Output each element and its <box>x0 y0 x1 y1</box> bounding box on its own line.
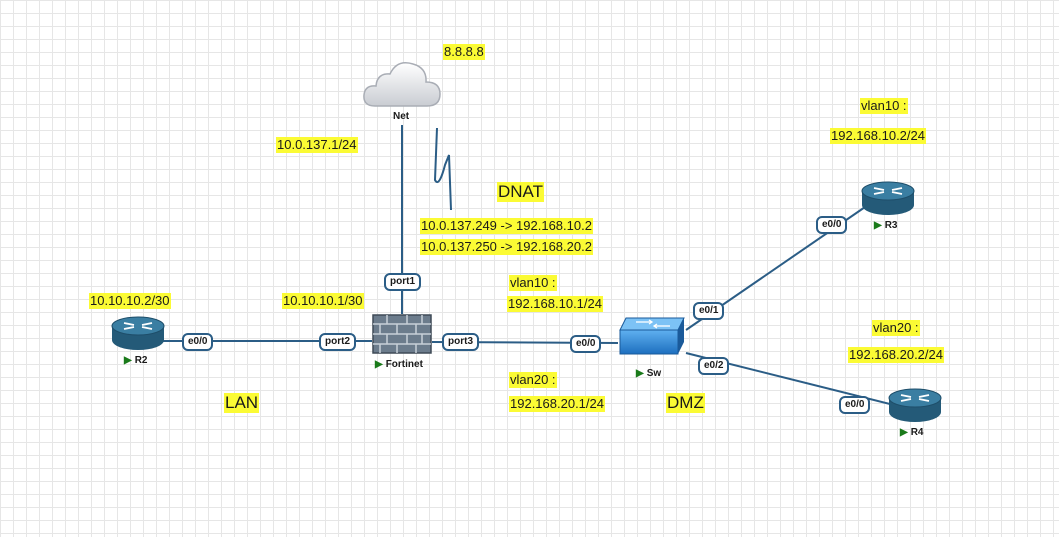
r4-name: R4 <box>910 427 924 438</box>
wan-ip-label: 10.0.137.1/24 <box>276 137 358 153</box>
r3-node[interactable] <box>860 181 916 217</box>
public-dns-label: 8.8.8.8 <box>443 44 485 60</box>
net-node[interactable] <box>361 56 443 108</box>
play-icon: ▶ <box>874 220 882 231</box>
cloud-icon <box>363 62 441 107</box>
vlan20-gw-name: vlan20 : <box>509 372 557 388</box>
net-label: Net <box>393 111 410 122</box>
play-icon: ▶ <box>375 359 383 370</box>
fortinet-port1-label[interactable]: port1 <box>384 273 421 291</box>
switch-icon <box>619 317 685 355</box>
router-icon <box>888 388 942 422</box>
r2-e00-label[interactable]: e0/0 <box>182 333 214 351</box>
fortinet-node[interactable] <box>372 314 432 354</box>
dnat-rule-1: 10.0.137.249 -> 192.168.10.2 <box>420 218 593 234</box>
scribble-annotation <box>433 127 452 211</box>
play-icon: ▶ <box>900 427 908 438</box>
switch-label: ▶Sw <box>636 368 661 380</box>
r2-name: R2 <box>134 355 148 366</box>
vlan10-gw-name: vlan10 : <box>509 275 557 291</box>
r3-e00-label[interactable]: e0/0 <box>816 216 848 234</box>
dmz-zone-label: DMZ <box>666 393 705 413</box>
r2-label: ▶R2 <box>124 355 148 367</box>
r3-vlan-name: vlan10 : <box>860 98 908 114</box>
firewall-icon <box>372 314 432 354</box>
r3-ip-label: 192.168.10.2/24 <box>830 128 926 144</box>
vlan20-gw-ip: 192.168.20.1/24 <box>509 396 605 412</box>
fortinet-label: ▶Fortinet <box>375 359 423 371</box>
r3-name: R3 <box>884 220 898 231</box>
sw-e01-label[interactable]: e0/1 <box>693 302 725 320</box>
router-icon <box>111 316 165 350</box>
fortinet-port2-label[interactable]: port2 <box>319 333 356 351</box>
play-icon: ▶ <box>636 368 644 379</box>
r4-label: ▶R4 <box>900 427 924 439</box>
r4-vlan-name: vlan20 : <box>872 320 920 336</box>
dnat-title: DNAT <box>497 182 545 202</box>
switch-name: Sw <box>646 368 662 379</box>
r3-label: ▶R3 <box>874 220 898 232</box>
dnat-rule-2: 10.0.137.250 -> 192.168.20.2 <box>420 239 593 255</box>
switch-node[interactable] <box>618 316 686 356</box>
r2-node[interactable] <box>110 316 166 352</box>
router-icon <box>861 181 915 215</box>
r4-ip-label: 192.168.20.2/24 <box>848 347 944 363</box>
fortinet-lan-ip-label: 10.10.10.1/30 <box>282 293 364 309</box>
r2-ip-label: 10.10.10.2/30 <box>89 293 171 309</box>
r4-e00-label[interactable]: e0/0 <box>839 396 871 414</box>
sw-e02-label[interactable]: e0/2 <box>698 357 730 375</box>
play-icon: ▶ <box>124 355 132 366</box>
lan-zone-label: LAN <box>224 393 260 413</box>
fortinet-name: Fortinet <box>385 359 423 370</box>
sw-e00-label[interactable]: e0/0 <box>570 335 602 353</box>
r4-node[interactable] <box>887 388 943 424</box>
fortinet-port3-label[interactable]: port3 <box>442 333 479 351</box>
vlan10-gw-ip: 192.168.10.1/24 <box>507 296 603 312</box>
